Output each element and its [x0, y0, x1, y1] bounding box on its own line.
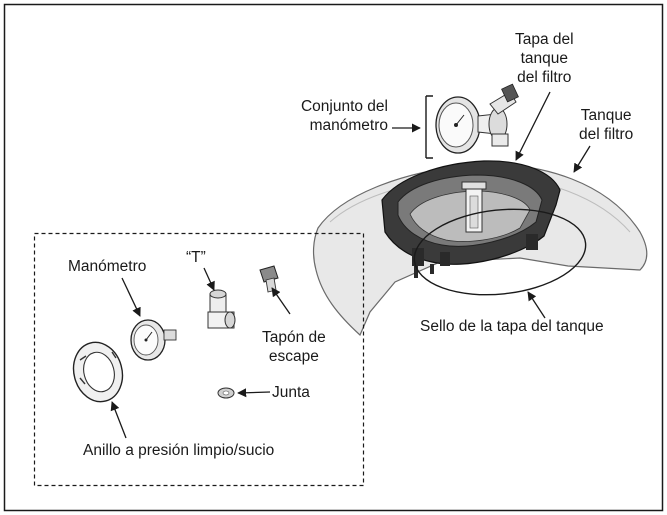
gasket-leader: [237, 388, 271, 398]
label-gasket: Junta: [272, 384, 310, 401]
label-gauge: Manómetro: [68, 258, 147, 275]
label-clean-dirty-ring: Anillo a presión limpio/sucio: [83, 442, 275, 459]
filter-tank-leader: [573, 145, 591, 173]
label-tank-lid-seal: Sello de la tapa del tanque: [420, 318, 604, 335]
gauge-part: [130, 319, 177, 361]
clean-dirty-ring: [72, 341, 124, 403]
tee-leader: [203, 267, 215, 291]
outer-frame: [3, 3, 664, 512]
tee-part: [207, 289, 236, 329]
parts-box: [33, 232, 365, 487]
gasket-part: [217, 387, 235, 399]
label-relief-plug: Tapón de escape: [262, 329, 326, 365]
tank-lid: [381, 160, 561, 278]
gauge-assembly: [425, 83, 519, 159]
tank-lid-seal: [413, 208, 587, 296]
gauge-leader: [121, 277, 141, 317]
tank-lid-seal-leader: [527, 291, 546, 319]
relief-plug: [259, 265, 279, 293]
tank-lid-leader: [515, 91, 551, 161]
leader-lines: [110, 91, 591, 439]
label-filter-tank: Tanque del filtro: [579, 107, 634, 143]
relief-plug-leader: [271, 287, 291, 315]
label-tee: “T”: [186, 249, 206, 266]
label-tank-lid: Tapa del tanque del filtro: [515, 31, 574, 86]
clean-dirty-ring-leader: [110, 401, 127, 439]
label-gauge-assembly: Conjunto del manómetro: [300, 98, 388, 134]
